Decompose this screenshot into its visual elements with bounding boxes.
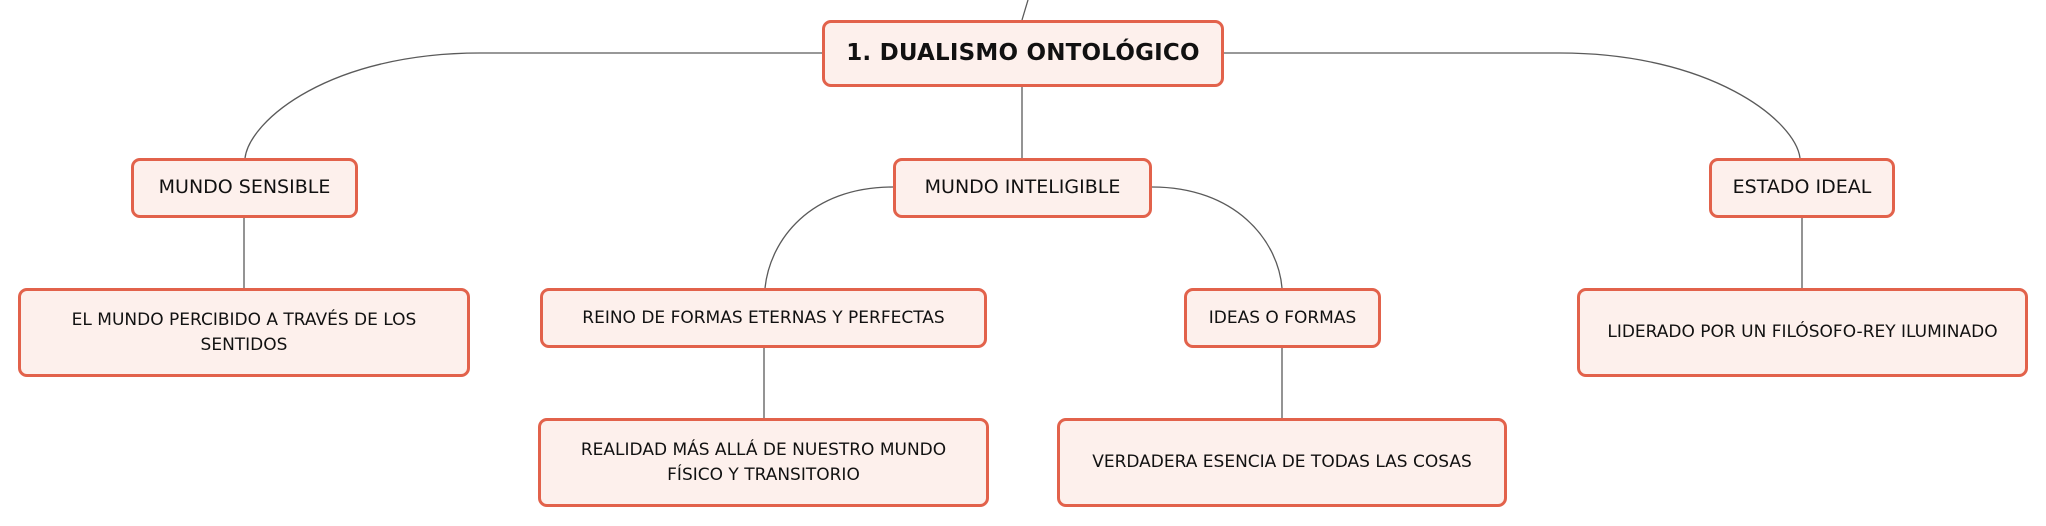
node-verdadera-esencia-label: VERDADERA ESENCIA DE TODAS LAS COSAS [1092,452,1472,473]
node-realidad-mas-alla[interactable]: REALIDAD MÁS ALLÁ DE NUESTRO MUNDO FÍSIC… [538,418,989,507]
node-ideas-formas[interactable]: IDEAS O FORMAS [1184,288,1381,348]
node-reino-formas-label: REINO DE FORMAS ETERNAS Y PERFECTAS [582,307,945,328]
connector-inteligible-ideas [1151,186,1283,289]
connector-root-mundo-sensible [244,52,822,159]
node-estado-ideal-label: ESTADO IDEAL [1732,176,1872,199]
node-mundo-percibido-label: EL MUNDO PERCIBIDO A TRAVÉS DE LOS SENTI… [71,309,417,355]
node-mundo-sensible-label: MUNDO SENSIBLE [158,176,331,199]
node-mundo-inteligible[interactable]: MUNDO INTELIGIBLE [893,158,1152,218]
node-reino-formas[interactable]: REINO DE FORMAS ETERNAS Y PERFECTAS [540,288,987,348]
node-mundo-percibido[interactable]: EL MUNDO PERCIBIDO A TRAVÉS DE LOS SENTI… [18,288,470,377]
connector-root-incoming [1021,0,1029,21]
node-mundo-inteligible-label: MUNDO INTELIGIBLE [924,176,1121,199]
node-filosofo-rey[interactable]: LIDERADO POR UN FILÓSOFO-REY ILUMINADO [1577,288,2028,377]
connector-inteligible-reino [764,186,894,289]
node-filosofo-rey-label: LIDERADO POR UN FILÓSOFO-REY ILUMINADO [1607,322,1998,343]
node-estado-ideal[interactable]: ESTADO IDEAL [1709,158,1895,218]
node-mundo-sensible[interactable]: MUNDO SENSIBLE [131,158,358,218]
node-verdadera-esencia[interactable]: VERDADERA ESENCIA DE TODAS LAS COSAS [1057,418,1507,507]
root-node[interactable]: 1. DUALISMO ONTOLÓGICO [822,20,1224,87]
root-node-label: 1. DUALISMO ONTOLÓGICO [846,39,1200,66]
node-ideas-formas-label: IDEAS O FORMAS [1208,307,1357,328]
connector-root-estado-ideal [1224,52,1801,159]
node-realidad-mas-alla-label: REALIDAD MÁS ALLÁ DE NUESTRO MUNDO FÍSIC… [580,439,947,485]
